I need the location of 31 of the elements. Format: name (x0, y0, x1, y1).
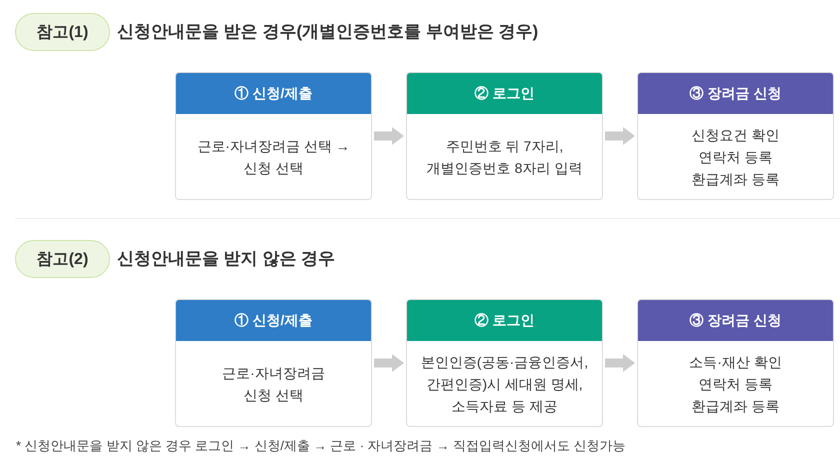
step-text: 근로·자녀장려금 신청 선택 (221, 364, 326, 404)
step-text: 환급계좌 등록 (692, 170, 780, 188)
step-text: 연락처 등록 (698, 374, 772, 394)
step-card (637, 299, 834, 427)
step-header: ② 로그인 (407, 73, 602, 114)
step-text: 신청요건 확인 (692, 126, 780, 144)
arrow (605, 127, 635, 145)
step-header: ① 신청/제출 (176, 300, 371, 341)
step-card (637, 72, 834, 200)
step-header: ② 로그인 (407, 300, 602, 341)
step-card (406, 72, 603, 200)
step-card (175, 72, 372, 200)
section-tag: 참고(1) (15, 13, 110, 51)
arrow (374, 127, 404, 145)
step-card (406, 299, 603, 427)
step-header: ③ 장려금 신청 (638, 73, 833, 114)
footnote: * 신청안내문을 받지 않은 경우 로그인 → 신청/제출 → 근로 · 자녀장려금 → 직접입력신청에서도 신청가능 (16, 437, 626, 455)
arrow (374, 354, 404, 372)
step-text: 연락처 등록 (698, 148, 772, 166)
step-card (175, 299, 372, 427)
step-text: 소득·재산 확인 (689, 352, 782, 372)
step-text: 근로·자녀장려금 선택 → 신청 선택 (196, 136, 351, 178)
step-text: 환급계좌 등록 (692, 396, 780, 416)
step-text: 주민번호 뒤 7자리, 개별인증번호 8자리 입력 (426, 136, 584, 178)
section-heading: 신청안내문을 받은 경우(개별인증번호를 부여받은 경우) (117, 21, 538, 43)
section-tag: 참고(2) (15, 240, 110, 278)
step-text: 본인인증(공동·금융인증서, 간편인증)시 세대원 명세, 소득자료 등 제공 (420, 352, 590, 416)
step-header: ③ 장려금 신청 (638, 300, 833, 341)
arrow (605, 354, 635, 372)
section-heading: 신청안내문을 받지 않은 경우 (117, 248, 336, 270)
step-header: ① 신청/제출 (176, 73, 371, 114)
